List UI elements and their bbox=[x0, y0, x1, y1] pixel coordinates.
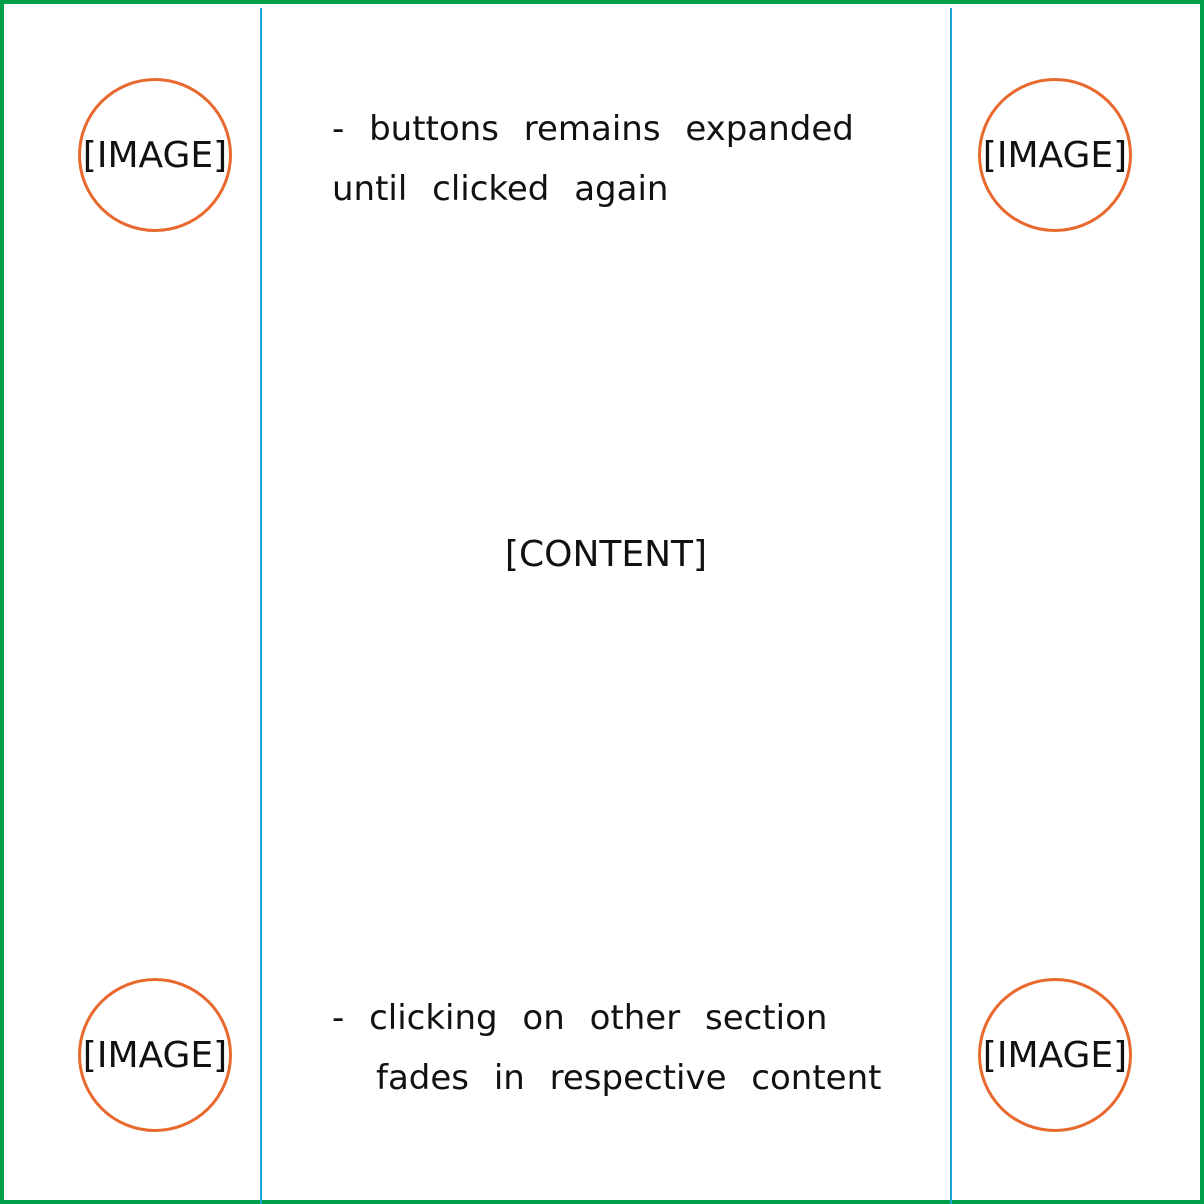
note-line: - clicking on other section bbox=[332, 998, 828, 1038]
image-button-bottom-left[interactable]: [IMAGE] bbox=[78, 978, 232, 1132]
note-line: until clicked again bbox=[332, 169, 669, 209]
content-placeholder: [CONTENT] bbox=[504, 534, 708, 575]
image-placeholder-label: [IMAGE] bbox=[982, 1034, 1128, 1076]
image-button-bottom-right[interactable]: [IMAGE] bbox=[978, 978, 1132, 1132]
left-column-divider bbox=[260, 8, 262, 1204]
image-placeholder-label: [IMAGE] bbox=[82, 134, 228, 176]
note-line: fades in respective content bbox=[376, 1058, 882, 1098]
image-button-top-right[interactable]: [IMAGE] bbox=[978, 78, 1132, 232]
note-buttons-expanded: - buttons remains expanded until clicked… bbox=[332, 99, 854, 219]
image-button-top-left[interactable]: [IMAGE] bbox=[78, 78, 232, 232]
right-column-divider bbox=[950, 8, 952, 1204]
image-placeholder-label: [IMAGE] bbox=[982, 134, 1128, 176]
image-placeholder-label: [IMAGE] bbox=[82, 1034, 228, 1076]
note-line: - buttons remains expanded bbox=[332, 109, 854, 149]
note-section-fade: - clicking on other section fades in res… bbox=[332, 988, 881, 1108]
